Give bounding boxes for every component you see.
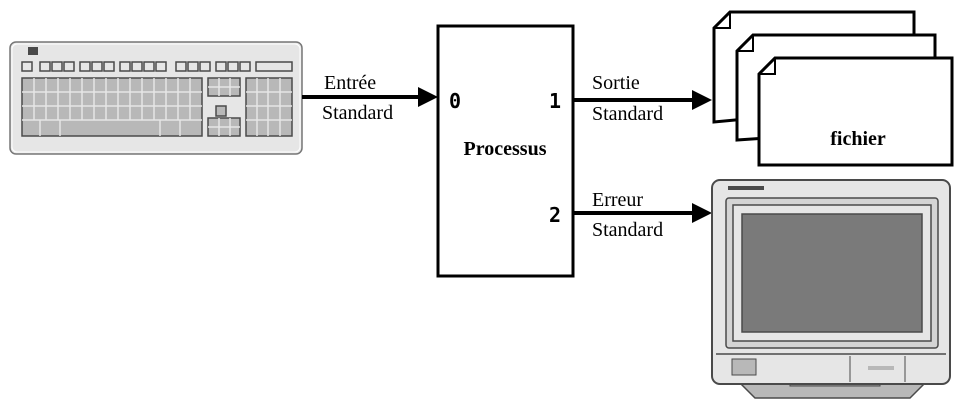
- monitor-icon: [711, 179, 951, 399]
- keyboard-icon: [9, 41, 303, 155]
- process-box: [436, 24, 575, 278]
- stderr-arrow: [573, 203, 712, 223]
- stdout-label-line2: Standard: [592, 103, 663, 125]
- stderr-label-line1: Erreur: [592, 189, 643, 211]
- stdout-arrow: [573, 90, 712, 110]
- stdin-label-line1: Entrée: [324, 72, 376, 94]
- file-stack-icon: [712, 10, 954, 167]
- fd-stderr: 2: [549, 203, 561, 227]
- stdin-label-line2: Standard: [322, 102, 393, 124]
- stdout-label-line1: Sortie: [592, 72, 640, 94]
- file-label: fichier: [830, 128, 886, 150]
- fd-stdin: 0: [449, 89, 461, 113]
- stdin-arrow: [302, 87, 438, 107]
- stderr-label-line2: Standard: [592, 219, 663, 241]
- process-title: Processus: [464, 138, 547, 160]
- fd-stdout: 1: [549, 89, 561, 113]
